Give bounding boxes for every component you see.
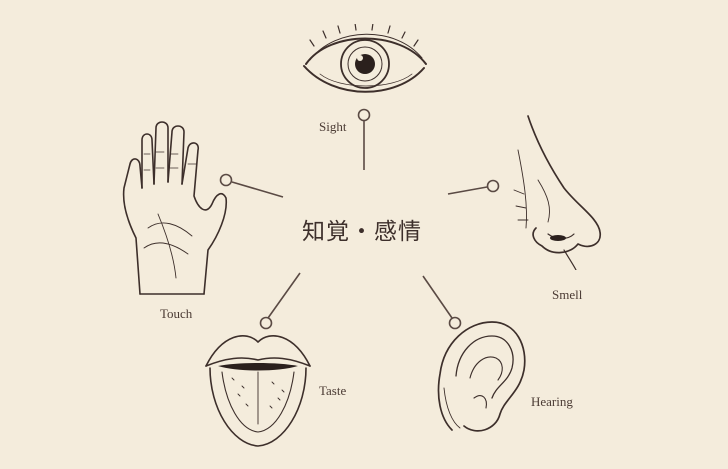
label-hearing: Hearing [531, 394, 573, 409]
connector-taste [267, 272, 301, 319]
node-sight [357, 108, 371, 122]
label-taste: Taste [319, 383, 347, 398]
hand-illustration-icon [122, 121, 228, 295]
node-smell [486, 179, 500, 193]
connector-smell [447, 186, 488, 195]
node-hearing [448, 316, 462, 330]
node-touch [219, 173, 233, 187]
mouth-illustration-icon [205, 334, 311, 447]
label-sight: Sight [319, 119, 347, 134]
connector-hearing [422, 275, 453, 319]
node-taste [259, 316, 273, 330]
label-smell: Smell [552, 287, 583, 302]
nose-illustration-icon [513, 115, 601, 270]
connector-touch [231, 181, 284, 198]
ear-illustration-icon [437, 321, 526, 432]
label-touch: Touch [160, 306, 193, 321]
center-title: 知覚・感情 [302, 219, 422, 245]
eye-illustration-icon [303, 24, 427, 93]
